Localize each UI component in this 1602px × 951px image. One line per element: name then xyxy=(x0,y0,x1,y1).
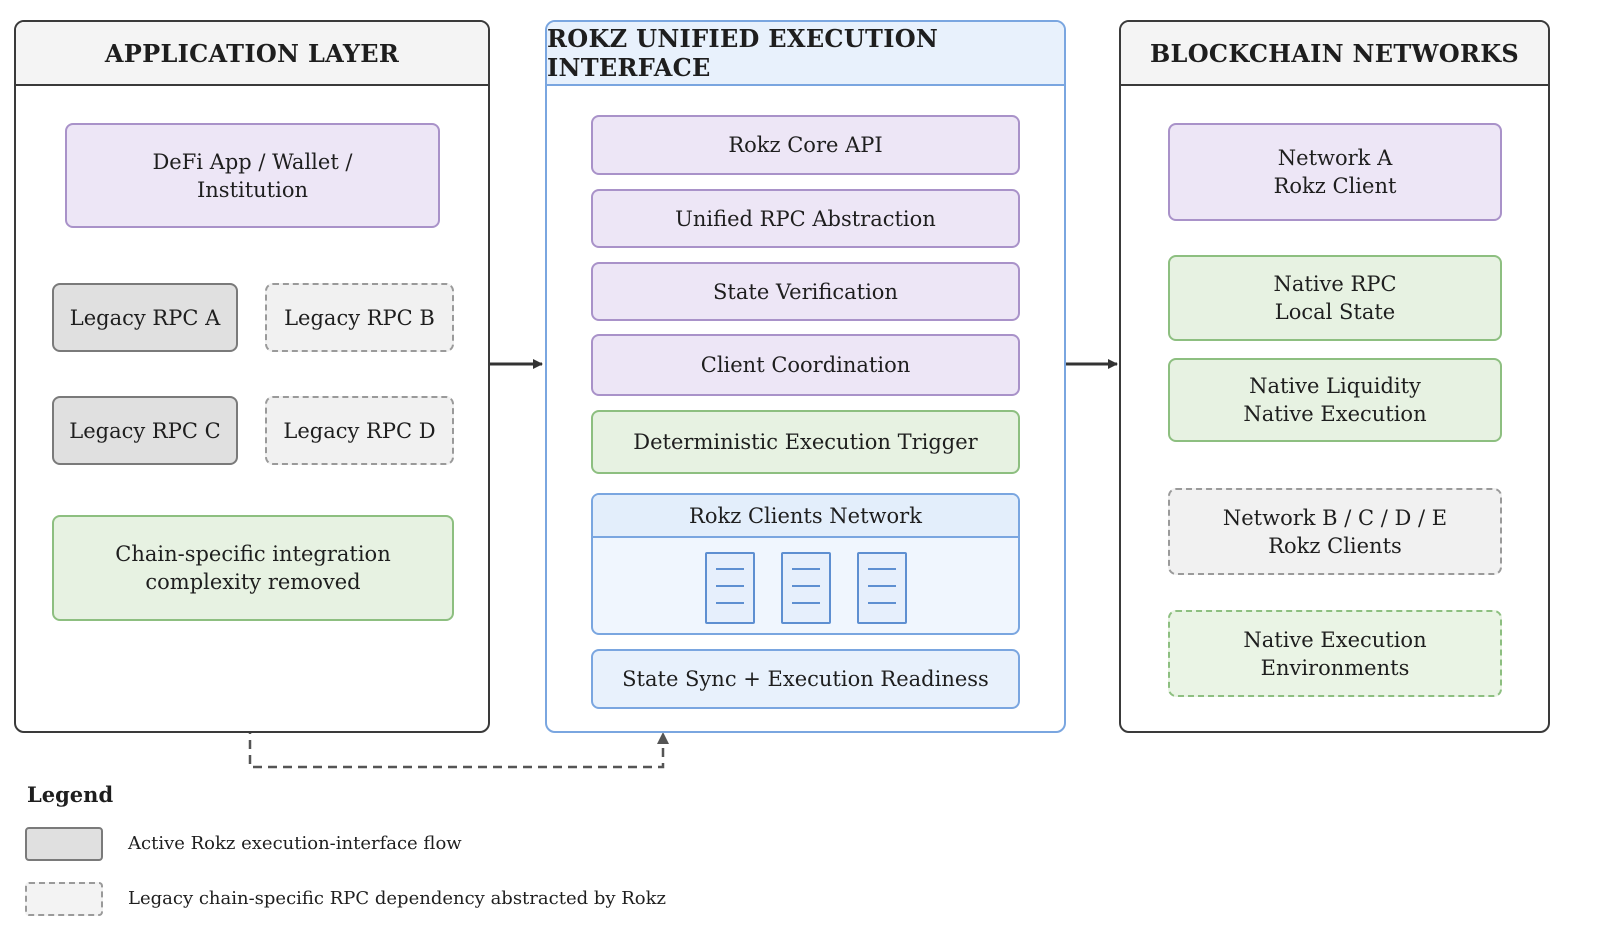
legend-swatch-active xyxy=(25,827,103,861)
server-icon xyxy=(705,552,755,624)
blockchain-networks-panel: BLOCKCHAIN NETWORKS Network A Rokz Clien… xyxy=(1119,20,1550,733)
rokz-core-api-box: Rokz Core API xyxy=(591,115,1020,175)
rokz-interface-title: ROKZ UNIFIED EXECUTION INTERFACE xyxy=(547,22,1064,86)
legacy-rpc-a-box: Legacy RPC A xyxy=(52,283,238,352)
application-layer-title: APPLICATION LAYER xyxy=(16,22,488,86)
legend-swatch-legacy xyxy=(25,882,103,916)
native-liquidity-execution-box: Native Liquidity Native Execution xyxy=(1168,358,1502,442)
rokz-clients-network-title: Rokz Clients Network xyxy=(593,495,1018,538)
rokz-clients-network: Rokz Clients Network xyxy=(591,493,1020,635)
server-icon xyxy=(781,552,831,624)
network-bcde-rokz-clients-box: Network B / C / D / E Rokz Clients xyxy=(1168,488,1502,575)
server-icon xyxy=(857,552,907,624)
state-verification-box: State Verification xyxy=(591,262,1020,321)
unified-rpc-abstraction-box: Unified RPC Abstraction xyxy=(591,189,1020,248)
legacy-rpc-d-box: Legacy RPC D xyxy=(265,396,454,465)
deterministic-execution-trigger-box: Deterministic Execution Trigger xyxy=(591,410,1020,474)
network-a-rokz-client-box: Network A Rokz Client xyxy=(1168,123,1502,221)
complexity-removed-note: Chain-specific integration complexity re… xyxy=(52,515,454,621)
blockchain-networks-title: BLOCKCHAIN NETWORKS xyxy=(1121,22,1548,86)
legacy-rpc-b-box: Legacy RPC B xyxy=(265,283,454,352)
legacy-rpc-c-box: Legacy RPC C xyxy=(52,396,238,465)
legend-title: Legend xyxy=(27,782,114,807)
legend-label-active: Active Rokz execution-interface flow xyxy=(128,833,462,854)
native-execution-environments-box: Native Execution Environments xyxy=(1168,610,1502,697)
legend-label-legacy: Legacy chain-specific RPC dependency abs… xyxy=(128,888,667,909)
dashed-abstraction-connector xyxy=(248,620,669,769)
rokz-interface-panel: ROKZ UNIFIED EXECUTION INTERFACE Rokz Co… xyxy=(545,20,1066,733)
native-rpc-local-state-box: Native RPC Local State xyxy=(1168,255,1502,341)
state-sync-execution-readiness-box: State Sync + Execution Readiness xyxy=(591,649,1020,709)
application-layer-panel: APPLICATION LAYER DeFi App / Wallet / In… xyxy=(14,20,490,733)
defi-app-wallet-institution-box: DeFi App / Wallet / Institution xyxy=(65,123,440,228)
client-coordination-box: Client Coordination xyxy=(591,334,1020,396)
